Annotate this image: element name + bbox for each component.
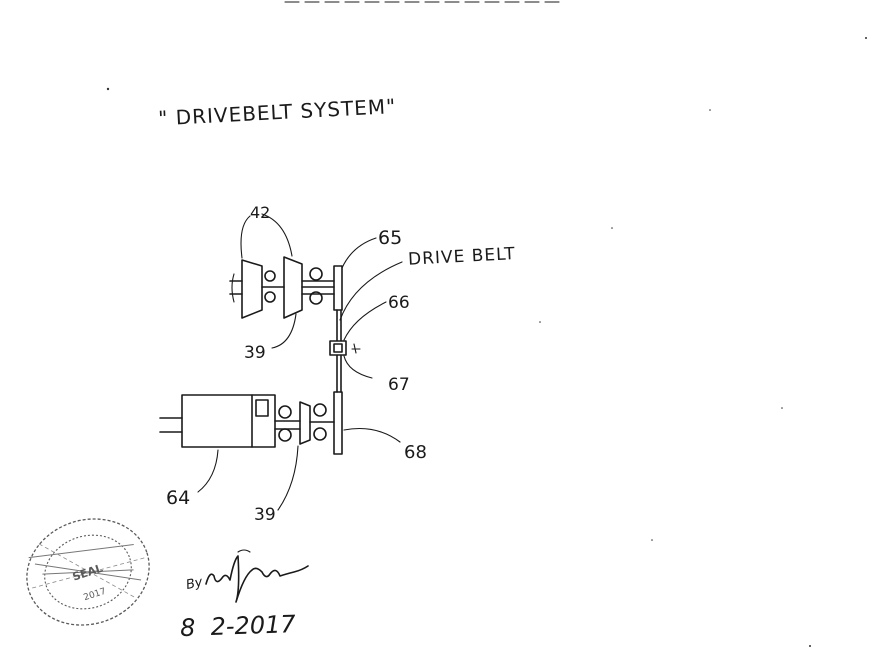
label-39-lower: 39 — [254, 505, 276, 525]
seal-text: SEAL — [71, 562, 104, 584]
belt-tensioner — [329, 340, 361, 356]
notary-seal: SEAL 2017 — [26, 518, 150, 626]
lower-motor-assembly — [159, 391, 343, 455]
label-39-upper: 39 — [244, 343, 266, 363]
label-66: 66 — [388, 293, 410, 313]
drawing-title: " DRIVEBELT SYSTEM" — [158, 94, 397, 130]
label-67: 67 — [388, 375, 410, 395]
label-64: 64 — [166, 487, 190, 509]
signature-scrawl — [205, 555, 309, 603]
label-drive-belt: DRIVE BELT — [408, 244, 517, 270]
reference-labels: 42 39 65 DRIVE BELT 66 67 68 64 39 — [166, 203, 516, 525]
signature-date: 8 2-2017 — [180, 610, 297, 642]
leader-lines — [197, 213, 403, 511]
signature-prefix: By — [185, 575, 205, 593]
scan-specks — [106, 37, 867, 647]
label-65: 65 — [378, 227, 402, 249]
label-42: 42 — [250, 203, 270, 222]
label-68: 68 — [404, 442, 427, 463]
seal-year: 2017 — [82, 587, 107, 604]
signature-block: By 8 2-2017 — [180, 549, 309, 642]
upper-pulley-assembly — [229, 256, 343, 319]
